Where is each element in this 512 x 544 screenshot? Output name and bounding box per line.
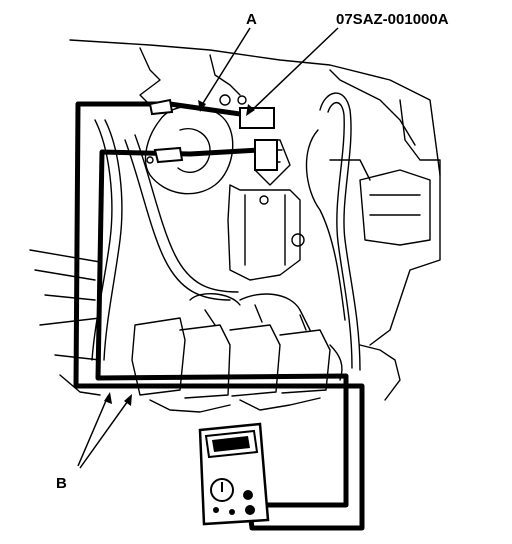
leader-arrowheads [104, 100, 255, 406]
label-a: A [246, 11, 257, 28]
inner-test-lead [95, 147, 349, 508]
leader-b-1 [77, 395, 109, 467]
leader-a [199, 27, 251, 109]
engine-line-art [29, 39, 441, 413]
multimeter-icon [198, 422, 270, 526]
leader-b-2 [79, 397, 131, 469]
label-tool-number: 07SAZ-001000A [336, 11, 449, 28]
leader-tool [249, 27, 339, 113]
leader-lines [77, 27, 339, 469]
label-b: B [56, 475, 67, 492]
